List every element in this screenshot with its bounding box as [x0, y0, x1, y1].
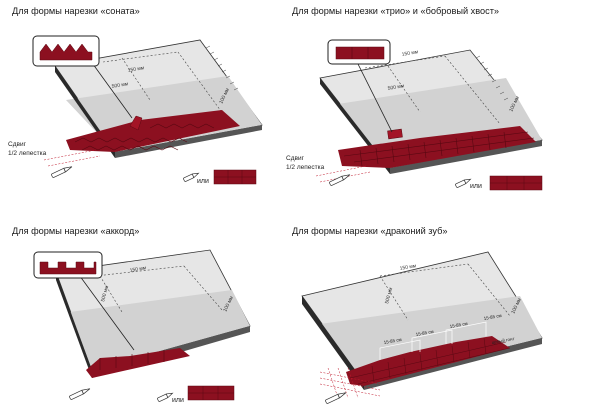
inset-shingle-trio	[335, 46, 385, 60]
knife-icon	[157, 392, 174, 402]
panel-title: Для формы нарезки «драконий зуб»	[292, 226, 448, 236]
dim-horizontal: 150 мм	[127, 65, 145, 74]
guide-line	[379, 263, 469, 277]
panel-title: Для формы нарезки «трио» и «бобровый хво…	[292, 6, 500, 16]
raised-shingle	[387, 128, 403, 140]
dim-offset: 500 мм	[387, 83, 405, 92]
shingle-pattern	[74, 123, 215, 151]
panel-sonata: Для формы нарезки «соната» 150 мм 500 мм…	[0, 0, 300, 206]
step-label: 15-85 см	[383, 337, 402, 345]
callout-line	[73, 267, 135, 351]
panel-title: Для формы нарезки «соната»	[12, 6, 140, 16]
shingle-rows	[66, 110, 240, 152]
guide-line	[364, 55, 446, 69]
guide-line	[183, 265, 223, 311]
shingle-pattern	[349, 337, 511, 385]
knife-icon	[455, 178, 472, 188]
raised-shingle	[129, 115, 143, 131]
roof-diagram-sonata: 150 мм 500 мм 100 мм Сдвиг 1/2 лепестка	[8, 35, 263, 185]
guide-line	[387, 65, 421, 113]
guide-line	[379, 275, 409, 321]
whole-shingle-label: целый гонт	[491, 335, 515, 345]
guide-line	[121, 57, 151, 101]
roof-front-edge	[390, 140, 542, 174]
guide-line	[444, 55, 501, 125]
ruler-ticks	[205, 45, 239, 91]
shift-guides	[43, 149, 101, 167]
step-label: 15-85 см	[415, 329, 434, 337]
guide-line	[99, 275, 123, 313]
dim-offset: 500 мм	[384, 286, 394, 304]
guide-line	[177, 51, 227, 119]
roof-edge	[302, 296, 364, 390]
panel-trio: Для формы нарезки «трио» и «бобровый хво…	[280, 0, 600, 206]
dim-offset: 500 мм	[100, 284, 110, 302]
guide-line	[467, 263, 511, 317]
shift-label-1: Сдвиг	[8, 141, 27, 148]
dim-horizontal: 150 мм	[401, 49, 419, 58]
panel-accord: Для формы нарезки «аккорд» 150 мм 500 мм…	[0, 220, 300, 413]
or-label: или	[470, 183, 482, 190]
step-outlines	[379, 321, 487, 360]
panel-title: Для формы нарезки «аккорд»	[12, 226, 140, 236]
or-label: или	[172, 397, 184, 404]
knife-icon	[183, 172, 200, 182]
inset-shingle-sonata	[39, 43, 93, 61]
knife-icon	[329, 174, 351, 186]
panel-dragon: Для формы нарезки «драконий зуб» 150 мм …	[280, 220, 600, 413]
roof-edge	[56, 272, 92, 378]
roof-lower-band	[320, 296, 542, 382]
roof-lower-band	[70, 290, 250, 370]
guide-line	[95, 265, 185, 277]
guide-line	[102, 51, 179, 63]
inset-shingle-accord	[39, 261, 97, 275]
shift-label-2: 1/2 лепестка	[8, 150, 47, 157]
roof-diagram-accord: 150 мм 500 мм 100 мм или	[33, 249, 251, 404]
step-label: 15-85 см	[449, 321, 468, 329]
shingle-pattern	[343, 131, 535, 167]
dim-horizontal: 150 мм	[399, 263, 417, 272]
callout-line	[89, 59, 133, 119]
dim-horizontal: 150 мм	[129, 265, 147, 274]
roof-front-edge	[115, 125, 262, 158]
shift-label-2: 1/2 лепестка	[286, 164, 325, 171]
dim-offset: 500 мм	[111, 81, 129, 90]
shingle-pattern	[99, 350, 165, 370]
roof-diagram-dragon: 150 мм 500 мм 100 мм 15-85 см 15-85 см 1…	[301, 251, 543, 404]
knife-icon	[325, 392, 347, 404]
ruler-ticks	[475, 55, 509, 101]
step-label: 15-85 см	[483, 313, 502, 321]
shift-label-1: Сдвиг	[286, 155, 305, 162]
knife-icon	[51, 166, 73, 178]
knife-icon	[69, 388, 91, 400]
callout-line	[355, 59, 393, 133]
or-label: или	[197, 178, 209, 185]
shift-guides	[319, 367, 381, 399]
roof-diagram-trio: 150 мм 500 мм 100 мм Сдвиг 1/2 лепестка	[286, 39, 543, 191]
